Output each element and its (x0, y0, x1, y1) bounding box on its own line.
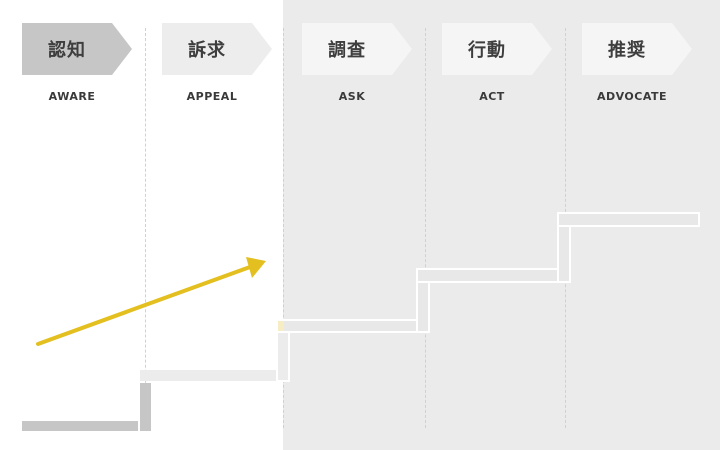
chevron-shape (442, 23, 552, 75)
step-ask-riser (416, 281, 430, 333)
step-advocate-tread (557, 212, 700, 227)
stage-sublabel: ASK (338, 90, 366, 103)
stage-act-chevron: 行動 (442, 23, 552, 75)
stage-label: 推奨 (608, 40, 646, 61)
column-divider (425, 28, 426, 428)
stage-label: 調査 (328, 40, 366, 61)
stage-sublabel: ACT (479, 90, 505, 103)
growth-arrow-line (36, 265, 252, 346)
stage-sublabel: ADVOCATE (596, 90, 668, 103)
chevron-shape (22, 23, 132, 75)
step-aware-tread (22, 421, 138, 431)
column-divider (145, 28, 146, 428)
step-ask-tread (276, 319, 418, 333)
stage-sublabel: AWARE (48, 90, 96, 103)
step-act-tread (416, 268, 559, 283)
chevron-shape (582, 23, 692, 75)
stage-label: 行動 (468, 40, 506, 61)
growth-arrow-head (246, 257, 266, 278)
step-appeal-tread (140, 370, 277, 381)
step-aware-riser (140, 383, 151, 431)
stage-label: 訴求 (188, 40, 226, 61)
step-ask-accent (278, 321, 284, 331)
stage-ask-chevron: 調査 (302, 23, 412, 75)
stage-appeal-chevron: 訴求 (162, 23, 272, 75)
step-appeal-riser (276, 331, 290, 382)
step-act-riser (557, 225, 571, 283)
stage-sublabel: APPEAL (186, 90, 238, 103)
column-divider (283, 28, 284, 428)
stage-label: 認知 (48, 40, 86, 61)
stage-advocate-chevron: 推奨 (582, 23, 692, 75)
stage-aware-chevron: 認知 (22, 23, 132, 75)
chevron-shape (162, 23, 272, 75)
chevron-shape (302, 23, 412, 75)
